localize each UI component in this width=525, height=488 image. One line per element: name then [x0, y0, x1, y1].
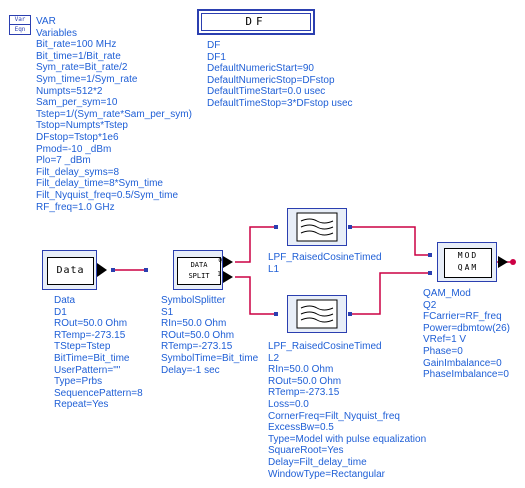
df-instance: DF1: [207, 51, 226, 63]
var-line: Filt_Nyquist_freq=0.5/Sym_time: [36, 189, 179, 201]
data-title: Data: [54, 295, 76, 306]
symbol-splitter-box[interactable]: DATA SPLIT Q I: [173, 250, 223, 290]
qam-line: FCarrier=RF_freq: [423, 311, 502, 323]
splitter-box-top: DATA: [190, 261, 208, 269]
var-line: Sym_rate=Bit_rate/2: [36, 62, 128, 74]
data-source-box[interactable]: Data: [42, 250, 97, 290]
var-label-group: VAR Variables Bit_rate=100 MHz Bit_time=…: [36, 16, 192, 213]
df-label-group: DF DF1 DefaultNumericStart=90 DefaultNum…: [207, 40, 353, 110]
qam-line: PhaseImbalance=0: [423, 369, 509, 381]
var-line: Bit_rate=100 MHz: [36, 39, 117, 51]
df-controller-box[interactable]: DF: [197, 9, 315, 35]
data-line: SequencePattern=8: [54, 387, 143, 399]
data-line: BitTime=Bit_time: [54, 352, 130, 364]
var-line: DFstop=Tstop*1e6: [36, 131, 119, 143]
var-line: Plo=7 _dBm: [36, 155, 91, 167]
data-box-label: Data: [56, 265, 85, 276]
lpf1-label-group: LPF_RaisedCosineTimed L1: [268, 252, 382, 275]
df-line: DefaultTimeStart=0.0 usec: [207, 86, 326, 98]
data-label-group: Data D1 ROut=50.0 Ohm RTemp=-273.15 TSte…: [54, 295, 143, 411]
lpf2-line: Delay=Filt_delay_time: [268, 456, 367, 468]
qam-box-bottom: QAM: [457, 263, 479, 272]
qam-line: Power=dbmtow(26): [423, 322, 510, 334]
qam-line: VRef=1 V: [423, 334, 467, 346]
lpf2-line: ExcessBw=0.5: [268, 422, 334, 434]
var-line: Sym_time=1/Sym_rate: [36, 73, 138, 85]
var-subtitle: Variables: [36, 27, 77, 39]
lpf1-filter-icon: [296, 212, 338, 242]
splitter-line: RTemp=-273.15: [161, 341, 233, 353]
var-line: Pmod=-10 _dBm: [36, 143, 112, 155]
lpf1-filter-box[interactable]: [287, 208, 347, 246]
splitter-pin-i: I: [217, 271, 221, 278]
lpf2-line: ROut=50.0 Ohm: [268, 375, 342, 387]
var-icon-top: Var: [10, 16, 30, 25]
lpf2-label-group: LPF_RaisedCosineTimed L2 RIn=50.0 Ohm RO…: [268, 341, 426, 480]
qam-line: GainImbalance=0: [423, 357, 502, 369]
splitter-line: ROut=50.0 Ohm: [161, 329, 235, 341]
splitter-pin-q: Q: [218, 257, 222, 264]
lpf2-line: SquareRoot=Yes: [268, 445, 344, 457]
lpf2-filter-box[interactable]: [287, 295, 347, 333]
splitter-instance: S1: [161, 306, 174, 318]
splitter-line: RIn=50.0 Ohm: [161, 318, 227, 330]
data-line: ROut=50.0 Ohm: [54, 318, 128, 330]
df-title: DF: [207, 40, 221, 51]
lpf2-line: Loss=0.0: [268, 398, 309, 410]
lpf2-instance: L2: [268, 352, 280, 364]
data-line: Type=Prbs: [54, 376, 103, 388]
var-icon-bottom: Eqn: [14, 26, 26, 33]
lpf2-line: WindowType=Rectangular: [268, 468, 386, 480]
data-line: UserPattern="": [54, 364, 121, 376]
lpf2-line: RTemp=-273.15: [268, 387, 340, 399]
splitter-label-group: SymbolSplitter S1 RIn=50.0 Ohm ROut=50.0…: [161, 295, 258, 376]
splitter-line: SymbolTime=Bit_time: [161, 352, 259, 364]
var-line: Bit_time=1/Bit_rate: [36, 50, 121, 62]
qam-title: QAM_Mod: [423, 288, 471, 299]
qam-mod-box[interactable]: MOD QAM: [437, 242, 497, 282]
var-line: Sam_per_sym=10: [36, 97, 118, 109]
var-line: Filt_delay_time=8*Sym_time: [36, 178, 163, 190]
var-line: Numpts=512*2: [36, 85, 103, 97]
lpf1-instance: L1: [268, 263, 280, 275]
qam-box-top: MOD: [457, 251, 479, 260]
lpf2-filter-icon: [296, 299, 338, 329]
splitter-line: Delay=-1 sec: [161, 364, 220, 376]
splitter-box-bottom: SPLIT: [188, 272, 210, 280]
lpf2-title: LPF_RaisedCosineTimed: [268, 341, 382, 352]
var-icon[interactable]: Var Eqn: [9, 15, 31, 35]
var-line: Tstop=Numpts*Tstep: [36, 120, 128, 132]
var-title: VAR: [36, 16, 56, 27]
qam-line: Phase=0: [423, 345, 463, 357]
lpf2-line: CornerFreq=Filt_Nyquist_freq: [268, 410, 400, 422]
df-line: DefaultNumericStop=DFstop: [207, 74, 335, 86]
splitter-title: SymbolSplitter: [161, 295, 226, 306]
lpf2-line: Type=Model with pulse equalization: [268, 433, 427, 445]
data-line: TStep=Tstep: [54, 341, 111, 353]
lpf1-title: LPF_RaisedCosineTimed: [268, 252, 382, 263]
var-line: Tstep=1/(Sym_rate*Sam_per_sym): [36, 108, 192, 120]
data-instance: D1: [54, 306, 67, 318]
var-line: Filt_delay_syms=8: [36, 166, 120, 178]
lpf2-line: RIn=50.0 Ohm: [268, 364, 334, 376]
qam-instance: Q2: [423, 299, 437, 311]
df-line: DefaultNumericStart=90: [207, 63, 314, 75]
data-line: RTemp=-273.15: [54, 329, 126, 341]
data-line: Repeat=Yes: [54, 399, 109, 411]
var-line: RF_freq=1.0 GHz: [36, 201, 115, 213]
df-line: DefaultTimeStop=3*DFstop usec: [207, 97, 353, 109]
qam-label-group: QAM_Mod Q2 FCarrier=RF_freq Power=dbmtow…: [423, 288, 510, 381]
df-box-label: DF: [245, 15, 267, 28]
